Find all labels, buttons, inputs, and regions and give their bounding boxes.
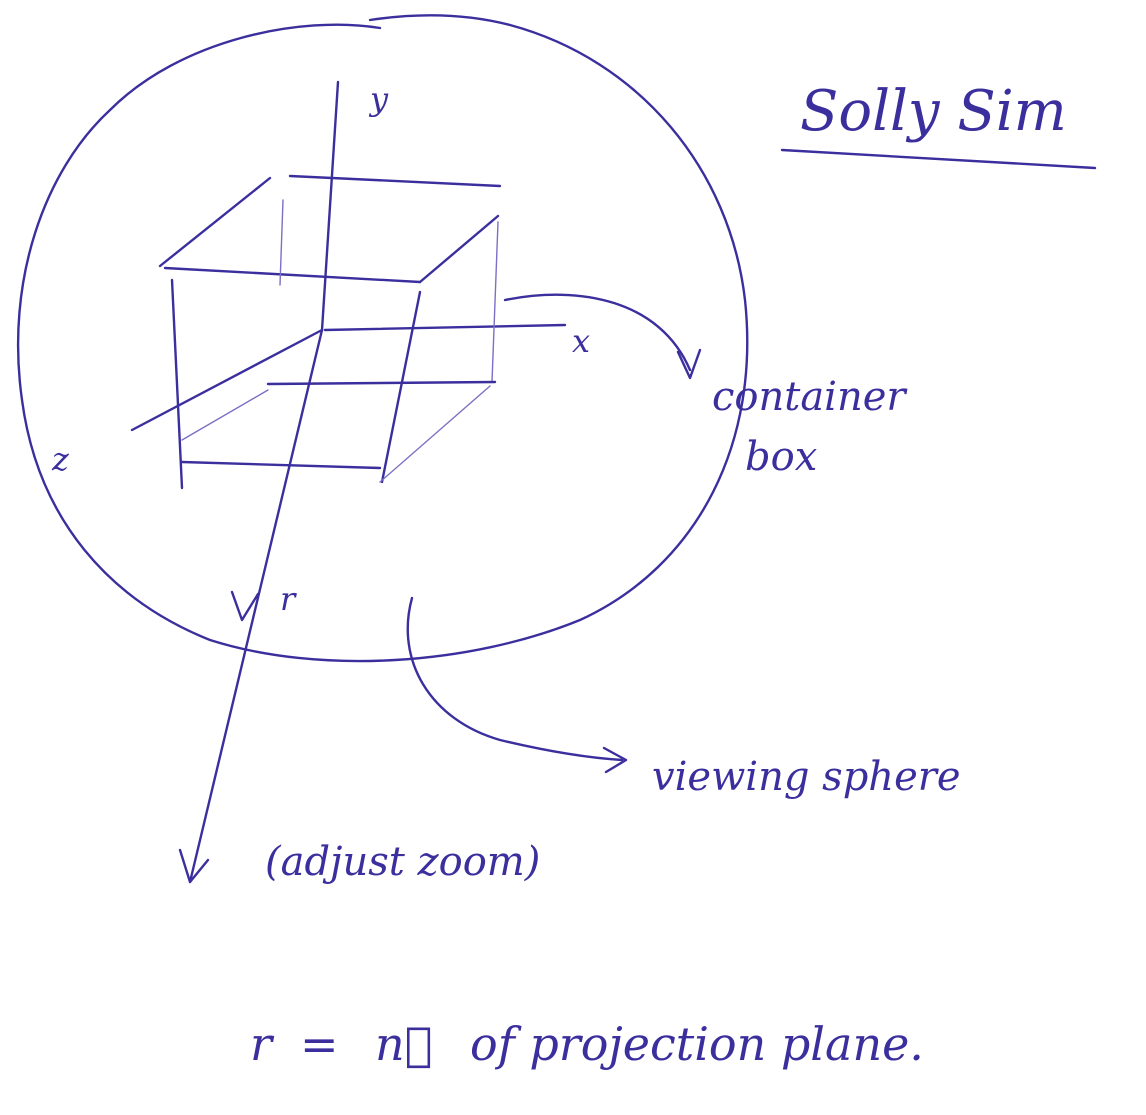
x-axis-line [323, 323, 567, 332]
r-vector-arrowhead [178, 848, 210, 884]
z-axis-label: z [51, 440, 70, 478]
viewing-sphere-label: viewing sphere [652, 754, 961, 800]
zoom-note: (adjust zoom) [265, 839, 540, 885]
viewing-sphere-callout-arrow [406, 596, 624, 762]
container-arrowhead [676, 348, 702, 380]
y-axis-label: y [368, 80, 389, 118]
title-text: Solly Sim [800, 79, 1067, 144]
x-axis-label: x [572, 322, 590, 360]
z-axis-line [130, 328, 324, 432]
viewing-sphere-circle [16, 14, 749, 663]
y-axis-line [320, 80, 340, 332]
title-underline [780, 148, 1097, 170]
container-label: container [712, 374, 908, 420]
container-callout-arrow [503, 293, 692, 372]
r-vector-line [188, 328, 324, 884]
formula-equals: = [300, 1017, 339, 1071]
sphere-point-arrowhead [230, 590, 260, 622]
formula-rest: of projection plane. [470, 1017, 924, 1071]
container-box [158, 174, 502, 490]
box-label: box [745, 434, 817, 480]
viewing-sphere-arrowhead [602, 746, 628, 774]
formula-n-symbol: n⃗ [375, 1017, 432, 1071]
formula-lhs: r [250, 1017, 275, 1071]
r-label: r [280, 580, 297, 618]
